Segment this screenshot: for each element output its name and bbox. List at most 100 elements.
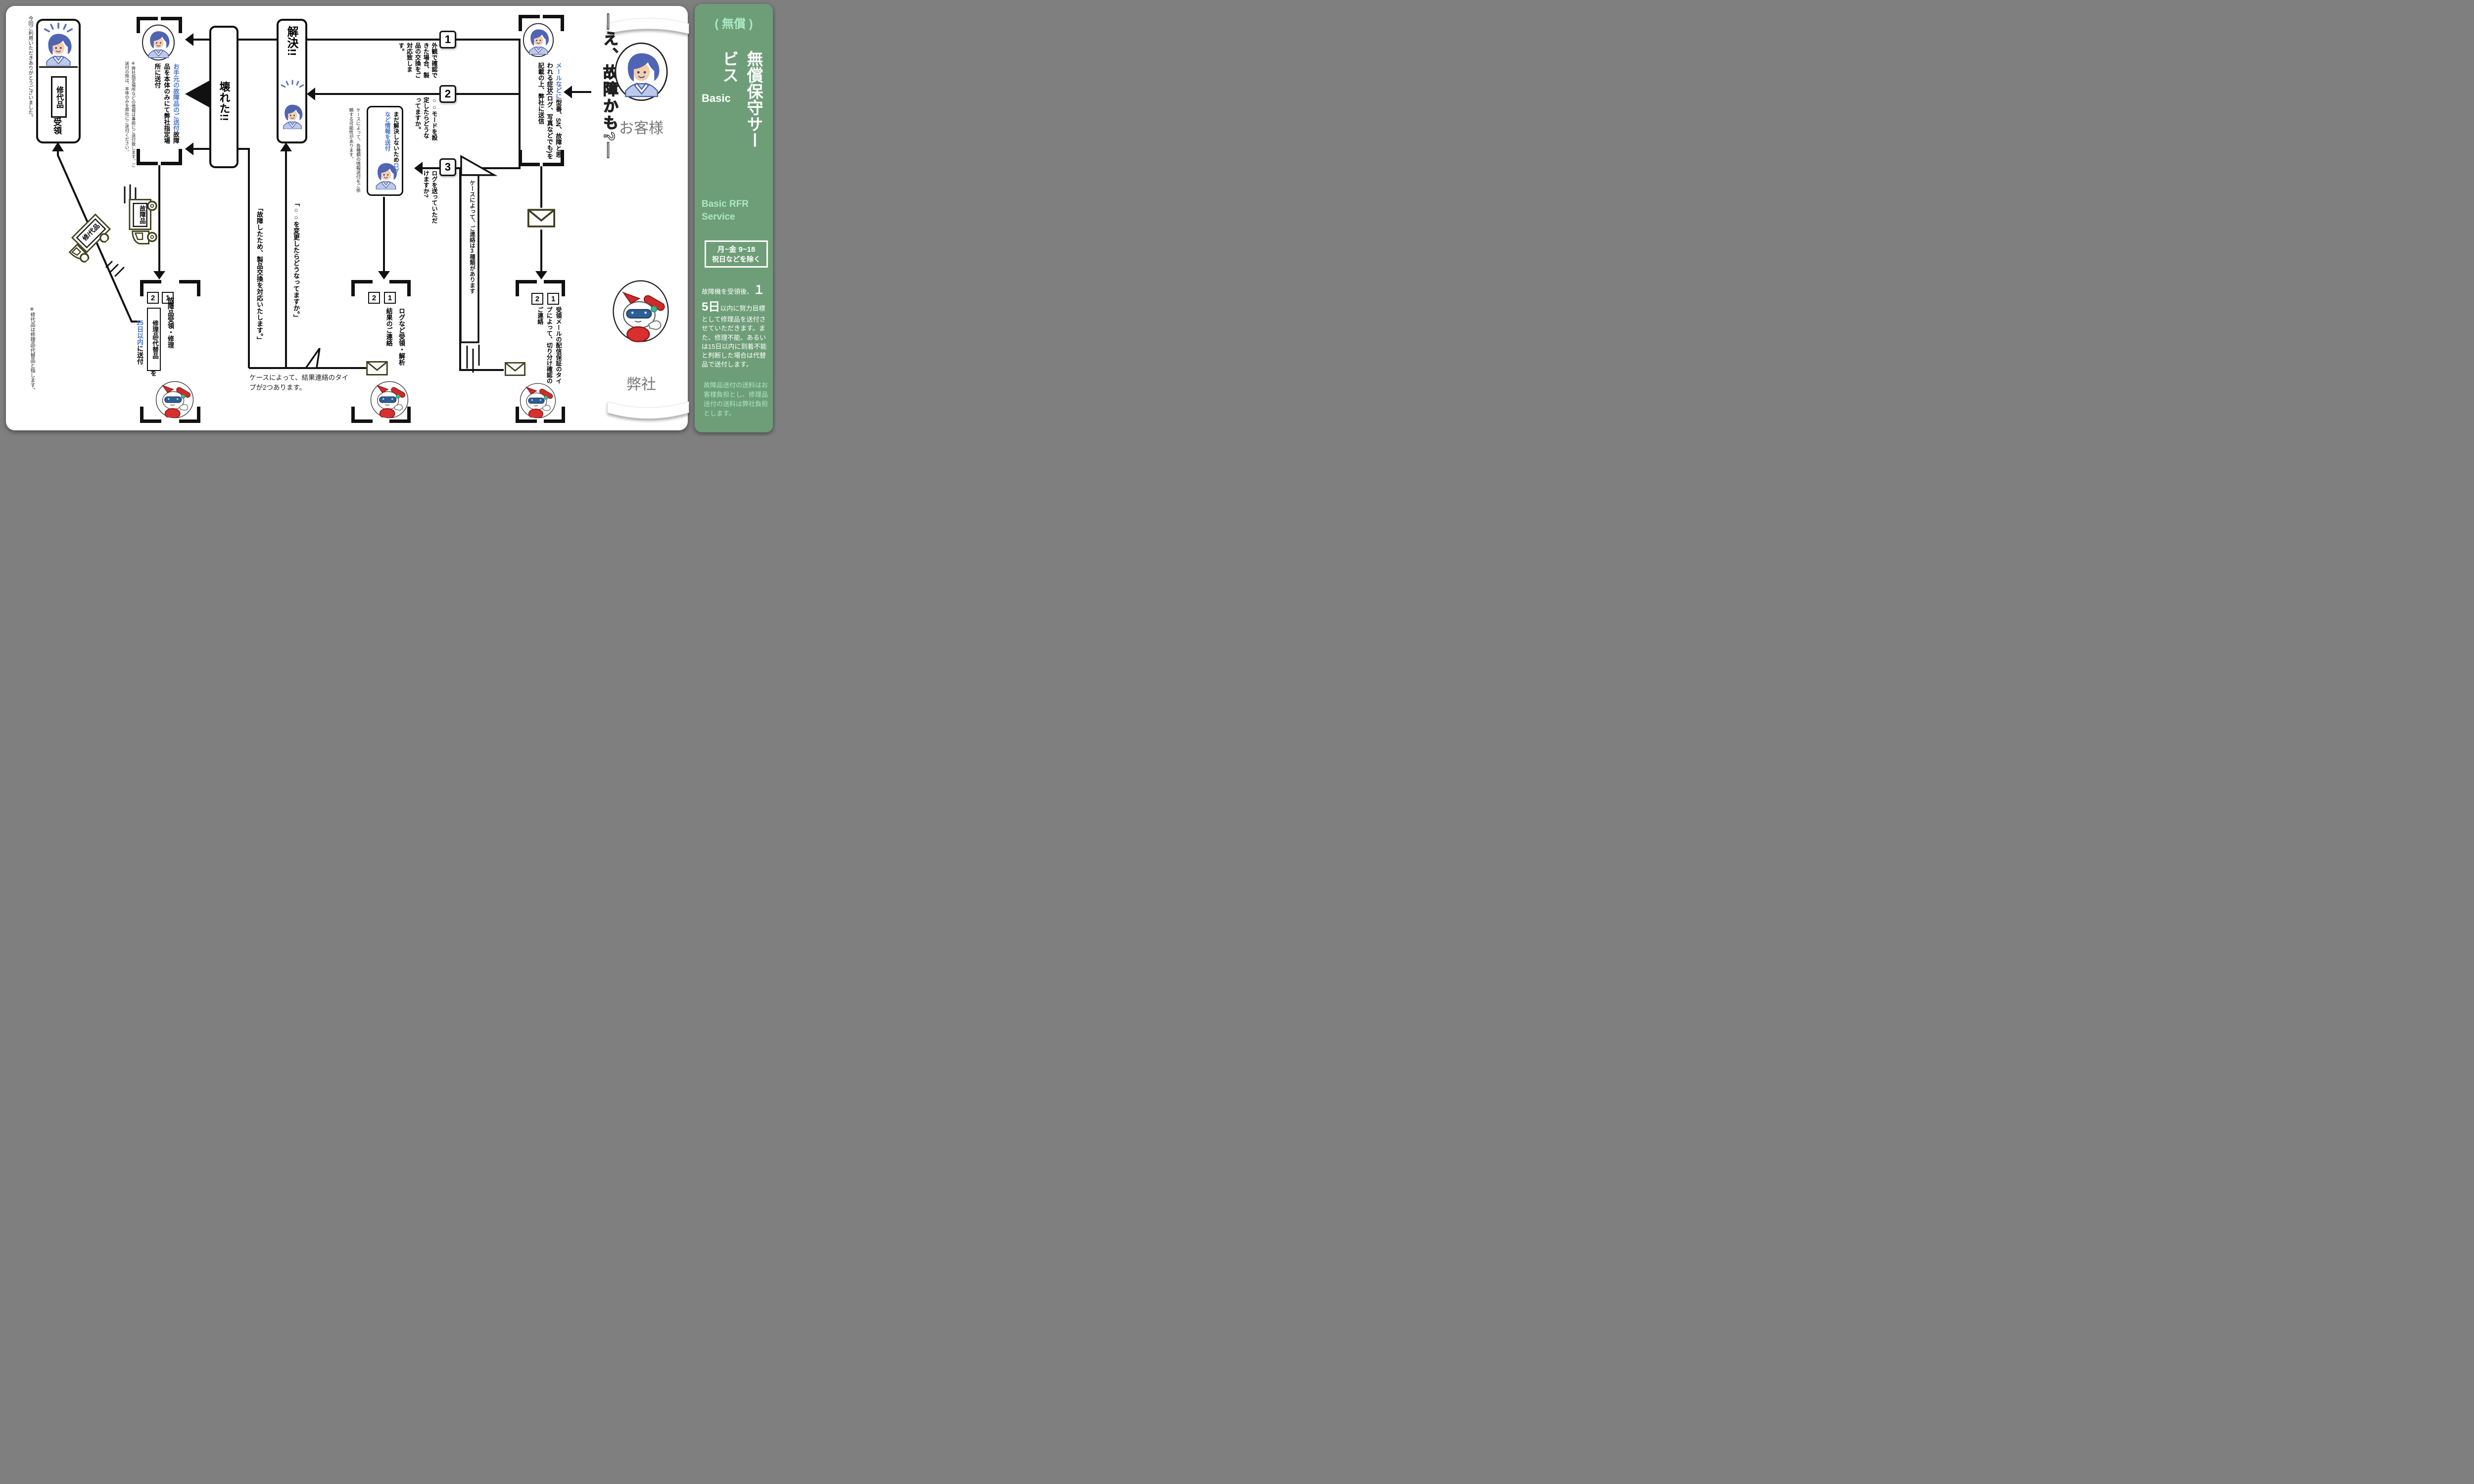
send-item-blue: お手元の故障品のご送付 [172,63,179,132]
step-3-number: 3 [439,158,456,176]
quote-config: 「○○を変更したらどうなってますか。」 [292,200,300,321]
repair-days-rest: 日以内 [136,326,143,345]
bracket-corner [389,407,411,423]
contact-note-post: 種類があります [469,254,475,294]
log-envelope-icon [366,361,388,375]
desc-post: 以内に努力目標として修理品を送付させていただきます。また、修理不能、あるいは15… [702,304,767,369]
bracket-corner [140,407,161,423]
solved-label: 解決!! [285,26,298,56]
panel-description: 故障機を受領後、１5日以内に努力目標として修理品を送付させていただきます。また、… [702,282,768,369]
send-item-black: 故障品を本体のみにて弊社指定場所に送付 [153,63,180,144]
person-icon [142,24,175,61]
broken-box: 壊れた!! [209,26,238,168]
quote-replace: 「故障したため、製品交換を対応いたします。」 [256,205,263,343]
receive-replacement-box: 修代品 受領 [36,19,81,143]
report-text-highlight: メールなどに [555,62,562,99]
arrowheads [52,33,572,279]
person-icon [372,151,400,196]
bracket-corner [516,280,537,296]
bracket-corner [179,407,200,423]
log-block-text: ログなど受領・解析 結果のご連絡 [364,308,408,383]
bracket-corner [137,17,158,33]
bracket-corner [543,15,564,31]
bracket-corner [543,150,564,166]
company-label: 弊社 [626,376,656,393]
panel-title: 無償保守サー ビス [712,50,766,184]
mail-line2: 保証のタイプによって、切り分け確認のご連絡 [536,307,562,384]
receive-label: 受領 [52,118,61,135]
repair-days: 15日以内に送付 [134,320,144,388]
step-2-text: ○○モードを設定したらどうなってますか。 [414,97,438,140]
company-avatar [613,280,669,351]
send-item-text: お手元の故障品のご送付故障品を本体のみにて弊社指定場所に送付 [138,63,180,145]
not-solved-black: まだ解決しないため [393,111,399,163]
panel-title-sub: Basic [702,92,731,104]
mail-line1: 受領メールの配信 [555,307,562,354]
replacement-tag: 修代品 [51,76,67,118]
log-line2: 結果のご連絡 [385,308,393,346]
repair-block-frame [140,280,200,423]
report-text: メールなどに型番、SN、故障と思われる症状(ログ、写真などでも)を記載の上、弊社… [521,62,562,162]
bracket-corner [389,280,411,296]
panel-title-main: 無償保守サー [745,50,763,148]
bracket-corner [544,280,565,296]
step-2-number: 2 [439,85,456,103]
mail-envelope-icon [527,208,555,229]
step-3-text: ログを送っていただけますか? [423,170,438,224]
repair-num-1: 1 [162,292,174,304]
repair-line1: 故障品受領・修理 [167,297,174,348]
divider [39,66,78,68]
contact-note-pre: ケースによって、ご連絡は [469,180,475,248]
diagram-sheet [6,6,688,430]
broken-label: 壊れた!! [218,81,231,121]
truck-down-label: 故障品 [139,205,145,224]
contact-types-note: ケースによって、ご連絡は3種類があります [463,180,476,339]
callout-tail [304,347,321,369]
replacement-note: ※修代品は修理品/代替品と指します。 [29,307,35,393]
bracket-corner [161,17,182,33]
desc-big: １5日 [702,283,765,314]
log-num-2: 2 [368,292,380,304]
robot-icon [370,381,409,420]
service-name: Basic RFR Service [702,199,749,222]
bracket-corner [161,149,182,165]
send-item-frame [137,17,182,165]
log-block-frame [351,280,411,423]
report-text-rest: 型番、SN、故障と思われる症状(ログ、写真などでも)を記載の上、弊社に送信 [537,62,562,159]
speed-lines [105,184,480,373]
bracket-corner [140,280,161,296]
bracket-corner [351,280,373,296]
repair-tail: に送付 [136,345,143,365]
repair-days-num: 15 [136,320,143,326]
ribbon-bottom [607,401,689,419]
person-icon [280,89,305,143]
customer-thought: ―え、故障かも?― [600,13,618,159]
bracket-corner [519,150,540,166]
hours-days: 月~金 9~18 [717,245,756,254]
bracket-corner [544,407,565,423]
service-panel: ( 無償 ) 無償保守サー ビス Basic Basic RFR Service… [695,4,773,432]
repair-particle: を [149,370,157,376]
shipping-note: 故障品送付の送料はお客様負担とし、修理品送付の送料は弊社負担とします。 [704,381,768,417]
not-solved-text: まだ解決しないためログなど情報を送付 [383,111,400,176]
not-solved-box: まだ解決しないためログなど情報を送付 [367,106,403,196]
bracket-corner [516,407,537,423]
hours-note: 祝日などを除く [712,255,761,263]
bracket-corner [351,407,373,423]
person-icon [42,32,75,66]
customer-label: お客様 [619,120,664,137]
step-1-text: 外観で確認できた場合、製品の交換をご対応致します。 [397,43,438,78]
mail-block-text: 受領メールの配信保証のタイプによって、切り分け確認のご連絡 [518,307,563,386]
step-1-number: 1 [439,31,456,48]
not-solved-note: ケースによって、各種類の情報送付をご依頼する可能性があります。 [348,108,361,192]
repair-num-2: 2 [147,292,159,304]
bracket-corner [137,149,158,165]
flag-banner [460,154,498,343]
desc-pre: 故障機を受領後、 [702,288,754,295]
mail-num-1: 1 [547,293,559,305]
contact-note-num: 3 [470,248,474,254]
thanks-note: 今回ご利用いただきありがとうございました。 [27,16,33,120]
mail-block-frame [516,280,565,423]
bracket-corner [179,280,200,296]
hours-box: 月~金 9~18 祝日などを除く [705,240,768,268]
